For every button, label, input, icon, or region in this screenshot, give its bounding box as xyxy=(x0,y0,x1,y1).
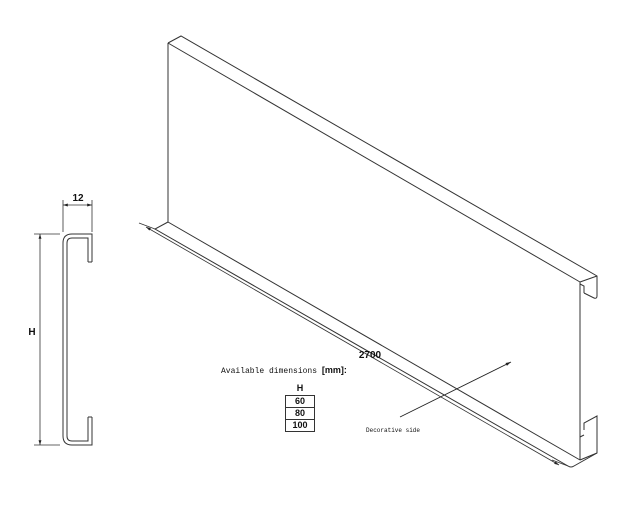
dimension-value: 100 xyxy=(285,419,315,432)
height-dimension xyxy=(34,233,60,446)
available-dimensions-title: Available dimensions xyxy=(221,367,318,376)
dimension-value: 60 xyxy=(285,395,315,408)
available-dimensions-heading: Available dimensions [mm]: xyxy=(221,365,347,376)
table-row: 60 xyxy=(285,395,315,408)
width-dimension xyxy=(62,200,93,232)
table-row: 80 xyxy=(285,407,315,420)
decorative-arrow xyxy=(399,361,512,418)
dimensions-column-header: H xyxy=(296,383,304,393)
width-label: 12 xyxy=(72,193,84,204)
available-dimensions-unit: [mm]: xyxy=(321,365,347,375)
dimensions-table: 60 80 100 xyxy=(285,395,315,432)
dimension-value: 80 xyxy=(285,407,315,420)
decorative-label: Decorative side xyxy=(366,427,420,434)
profile-section xyxy=(62,233,93,446)
height-label: H xyxy=(28,327,35,338)
length-label: 2700 xyxy=(359,350,382,361)
length-dimension xyxy=(138,222,569,467)
panel-isometric xyxy=(153,35,598,468)
table-row: 100 xyxy=(285,419,315,432)
